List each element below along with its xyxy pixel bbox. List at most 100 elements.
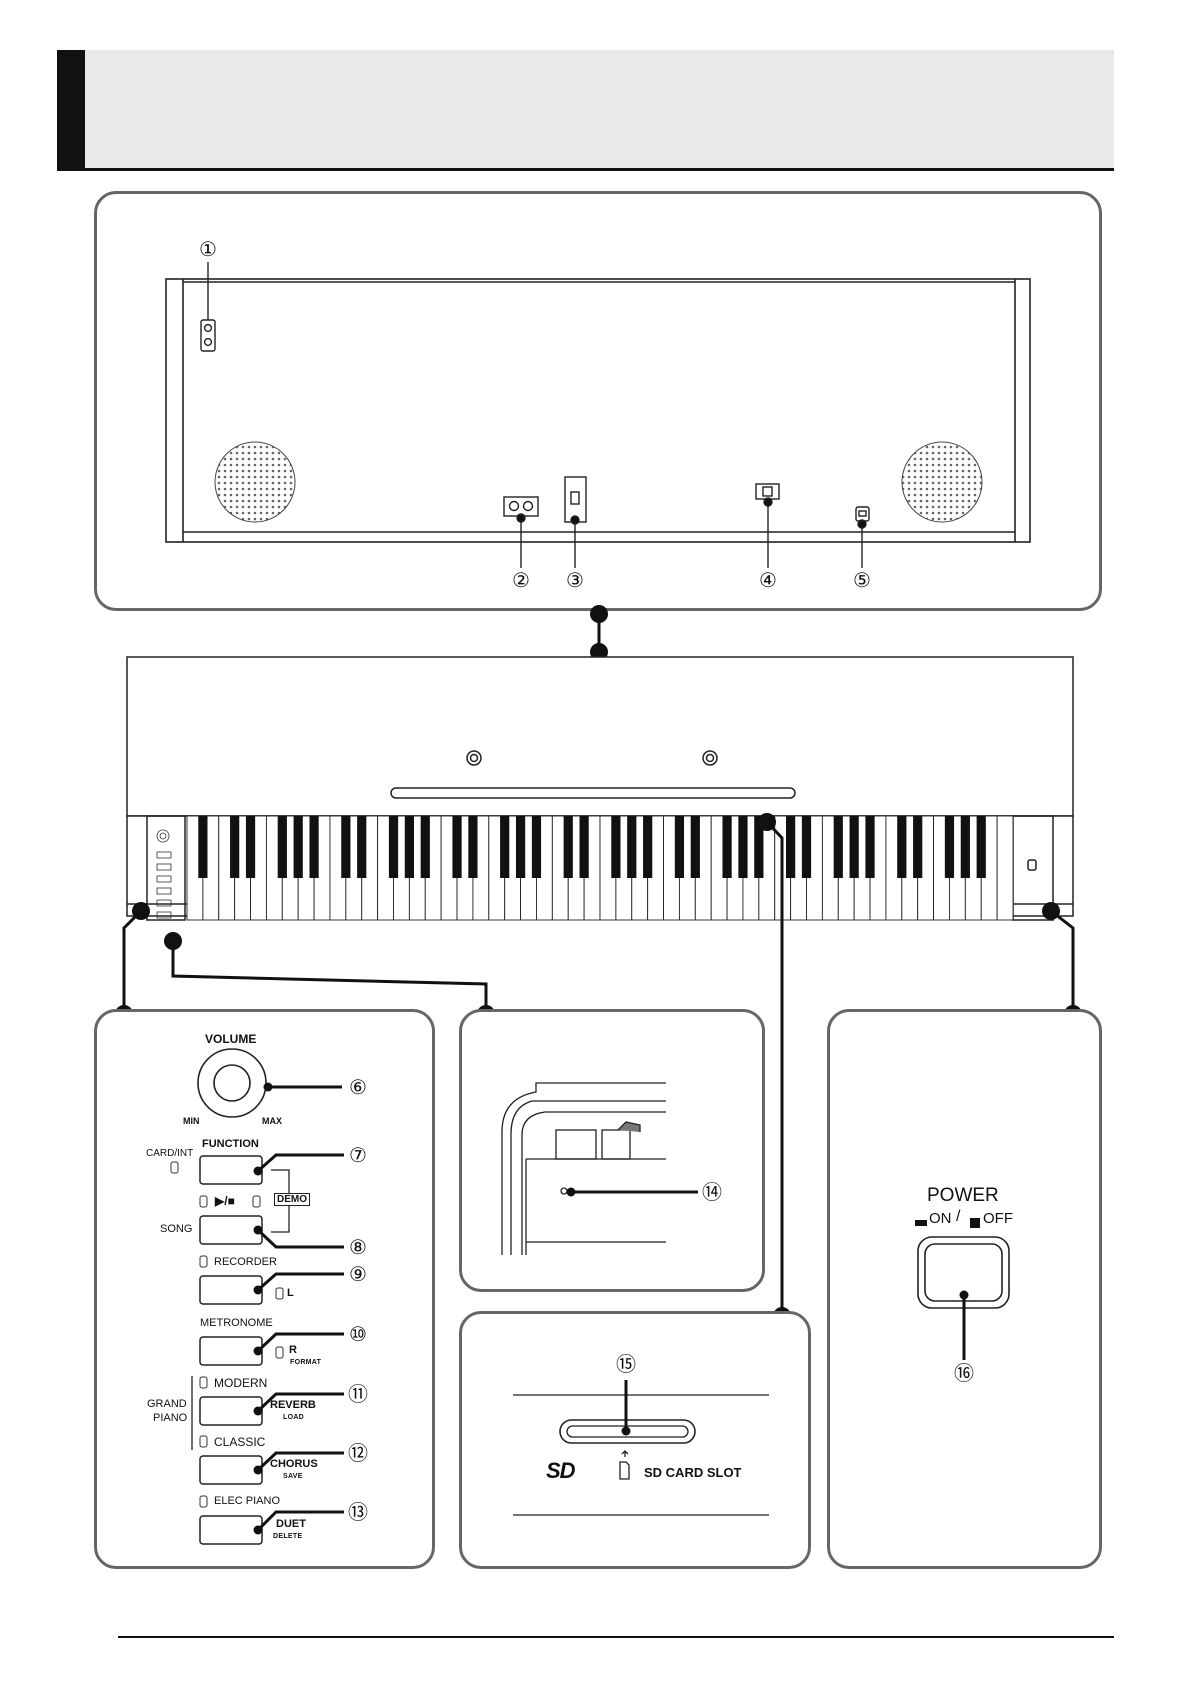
black-key xyxy=(849,816,859,878)
modern-label: MODERN xyxy=(214,1376,268,1390)
header-tab xyxy=(57,50,85,171)
black-key xyxy=(913,816,923,878)
black-key xyxy=(357,816,367,878)
duet-label: DUET xyxy=(276,1518,306,1530)
callout-11: ⑪ xyxy=(348,1382,368,1406)
pedal-connector xyxy=(564,476,587,568)
black-key xyxy=(897,816,907,878)
usb-port xyxy=(855,506,870,568)
black-key xyxy=(277,816,287,878)
callout-4: ④ xyxy=(759,568,777,592)
callout-8: ⑧ xyxy=(349,1235,367,1259)
callout-7: ⑦ xyxy=(349,1143,367,1167)
card-int-label: CARD/INT xyxy=(146,1148,194,1159)
panel-leader-dots xyxy=(253,1166,263,1535)
black-key xyxy=(738,816,748,878)
power-panel xyxy=(827,1009,1102,1569)
sd-card-slot-label: SD CARD SLOT xyxy=(644,1465,742,1480)
callout-15: ⑮ xyxy=(616,1352,636,1376)
power-off-label: OFF xyxy=(983,1210,1013,1227)
left-cheek-controls xyxy=(156,829,172,919)
callout-3: ③ xyxy=(566,568,584,592)
grand-label: GRAND xyxy=(147,1398,187,1410)
ac-inlet xyxy=(755,483,780,568)
black-key xyxy=(960,816,970,878)
black-key xyxy=(245,816,256,878)
sd-logo: SD xyxy=(546,1458,576,1483)
indicator-panel xyxy=(459,1009,765,1292)
volume-knob xyxy=(197,1048,342,1118)
black-key xyxy=(801,816,812,878)
black-key xyxy=(786,816,796,878)
play-stop-label: ▶/■ xyxy=(215,1194,235,1208)
black-key xyxy=(452,816,462,878)
volume-label: VOLUME xyxy=(205,1032,257,1046)
format-label: FORMAT xyxy=(290,1359,322,1366)
black-key xyxy=(579,816,589,878)
black-key xyxy=(833,816,843,878)
control-panel-panel xyxy=(94,1009,435,1569)
black-key xyxy=(531,816,542,878)
power-title: POWER xyxy=(927,1185,999,1206)
panel-buttons xyxy=(199,1155,263,1545)
white-key xyxy=(996,815,1014,921)
black-key xyxy=(230,816,240,878)
black-key xyxy=(722,816,732,878)
footer-rule xyxy=(118,1636,1114,1638)
panel-leaders xyxy=(256,1153,344,1532)
callout-13: ⑬ xyxy=(348,1500,368,1524)
callout-1: ① xyxy=(199,237,217,261)
black-key xyxy=(341,816,351,878)
piano-rear-body xyxy=(165,278,1031,543)
black-key xyxy=(388,816,399,878)
function-label: FUNCTION xyxy=(202,1138,259,1150)
piano-label: PIANO xyxy=(153,1412,188,1424)
rear-jacks-pair xyxy=(503,496,539,568)
black-key xyxy=(865,816,875,878)
callout-9: ⑨ xyxy=(349,1262,367,1286)
black-key xyxy=(309,816,319,878)
keyboard xyxy=(186,815,1014,921)
delete-label: DELETE xyxy=(273,1533,303,1540)
elec-piano-label: ELEC PIANO xyxy=(214,1495,281,1507)
r-label: R xyxy=(289,1344,297,1356)
header-band xyxy=(57,50,1114,171)
save-label: SAVE xyxy=(283,1473,303,1480)
black-key xyxy=(611,816,621,878)
black-key xyxy=(627,816,637,878)
black-key xyxy=(468,816,478,878)
chorus-label: CHORUS xyxy=(270,1458,318,1470)
left-speaker xyxy=(214,441,296,523)
black-key xyxy=(643,816,653,878)
callout-2: ② xyxy=(512,568,530,592)
headphone-jacks xyxy=(200,262,216,352)
volume-min-label: MIN xyxy=(183,1116,200,1126)
black-key xyxy=(976,816,986,878)
reverb-label: REVERB xyxy=(270,1399,316,1411)
black-key xyxy=(690,816,700,878)
volume-max-label: MAX xyxy=(262,1116,282,1126)
panel-leds xyxy=(170,1161,284,1508)
classic-label: CLASSIC xyxy=(214,1435,266,1449)
callout-16: ⑯ xyxy=(954,1361,974,1385)
metronome-label: METRONOME xyxy=(200,1317,273,1329)
sd-card-panel xyxy=(459,1311,811,1569)
black-key xyxy=(198,816,208,878)
power-separator: / xyxy=(956,1208,961,1225)
black-key xyxy=(420,816,430,878)
demo-label: DEMO xyxy=(274,1193,310,1206)
black-key xyxy=(563,816,573,878)
load-label: LOAD xyxy=(283,1414,305,1421)
black-key xyxy=(754,816,764,878)
callout-12: ⑫ xyxy=(348,1441,368,1465)
callout-6: ⑥ xyxy=(349,1075,367,1099)
black-key xyxy=(500,816,510,878)
callout-14: ⑭ xyxy=(702,1180,722,1204)
black-key xyxy=(404,816,414,878)
power-on-label: ON xyxy=(929,1210,952,1227)
recorder-label: RECORDER xyxy=(214,1256,277,1268)
